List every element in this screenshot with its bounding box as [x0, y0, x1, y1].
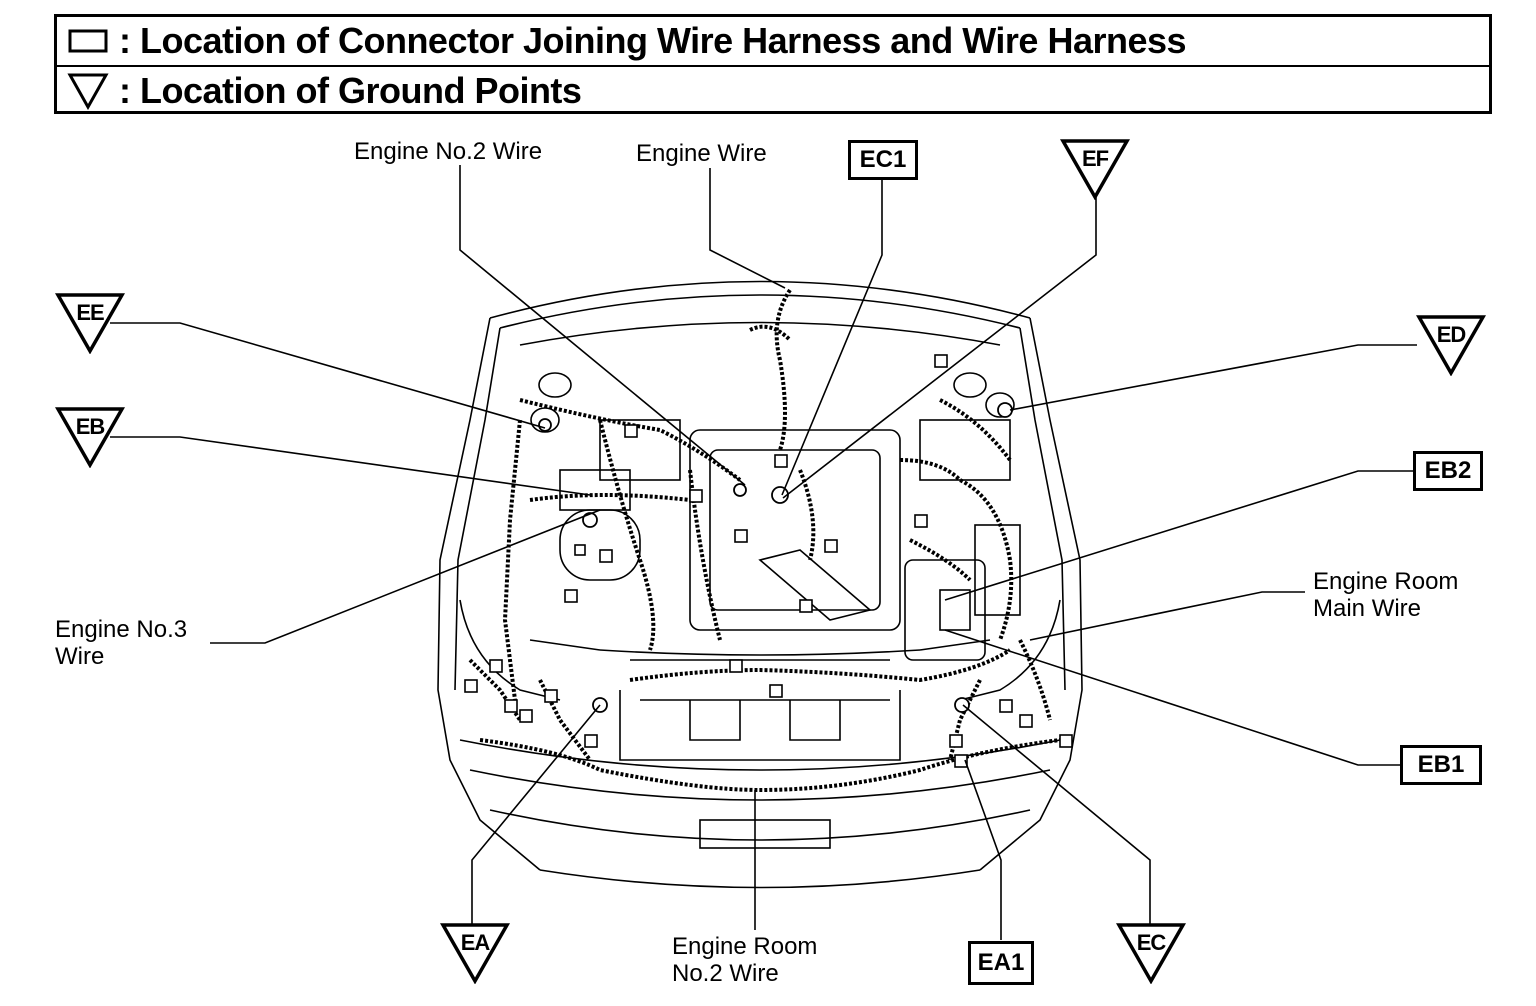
ground-code-ed: ED — [1436, 322, 1467, 347]
ground-point-ee: EE — [54, 292, 126, 355]
ground-point-ed: ED — [1415, 314, 1487, 377]
ground-point-eb: EB — [54, 406, 126, 469]
ground-code-ef: EF — [1081, 146, 1109, 171]
downward-triangle-icon — [439, 923, 511, 985]
connector-code-ea1: EA1 — [968, 941, 1034, 985]
leader-lines — [110, 165, 1417, 940]
ground-bolts — [538, 402, 1013, 713]
downward-triangle-icon — [54, 407, 126, 469]
label-engine-no2-wire: Engine No.2 Wire — [354, 138, 543, 165]
downward-triangle-icon — [1415, 315, 1487, 377]
label-engine-no3-wire-line1: Engine No.3 — [55, 616, 188, 643]
label-engine-room-no2-wire-line1: Engine Room — [672, 933, 818, 960]
rectangle-outline-icon — [57, 17, 119, 65]
ground-code-ea: EA — [460, 930, 491, 955]
connector-code-ec1: EC1 — [848, 140, 918, 180]
ground-code-ec: EC — [1136, 930, 1167, 955]
label-engine-no3-wire-line2: Wire — [55, 643, 105, 670]
label-engine-wire: Engine Wire — [636, 140, 767, 167]
legend-row-ground: : Location of Ground Points — [57, 67, 1489, 115]
label-engine-room-main-wire-line2: Main Wire — [1313, 595, 1422, 622]
wire-harness-bundles — [468, 288, 1061, 793]
ground-point-ef: EF — [1059, 138, 1131, 201]
label-engine-room-no2-wire-line2: No.2 Wire — [672, 960, 779, 987]
legend-row-connector: : Location of Connector Joining Wire Har… — [57, 17, 1489, 67]
downward-triangle-icon — [1059, 139, 1131, 201]
legend-connector-text: : Location of Connector Joining Wire Har… — [119, 20, 1187, 61]
downward-triangle-icon — [54, 293, 126, 355]
ground-point-ec: EC — [1115, 922, 1187, 985]
ground-code-ee: EE — [76, 300, 104, 325]
car-body-outline — [437, 280, 1083, 889]
legend-box: : Location of Connector Joining Wire Har… — [54, 14, 1492, 114]
label-engine-room-main-wire-line1: Engine Room — [1313, 568, 1459, 595]
downward-triangle-icon — [57, 67, 119, 115]
ground-point-ea: EA — [439, 922, 511, 985]
connector-code-eb1: EB1 — [1400, 745, 1482, 785]
connector-code-eb2: EB2 — [1413, 451, 1483, 491]
downward-triangle-icon — [1115, 923, 1187, 985]
legend-ground-text: : Location of Ground Points — [119, 70, 582, 111]
ground-code-eb: EB — [75, 414, 106, 439]
